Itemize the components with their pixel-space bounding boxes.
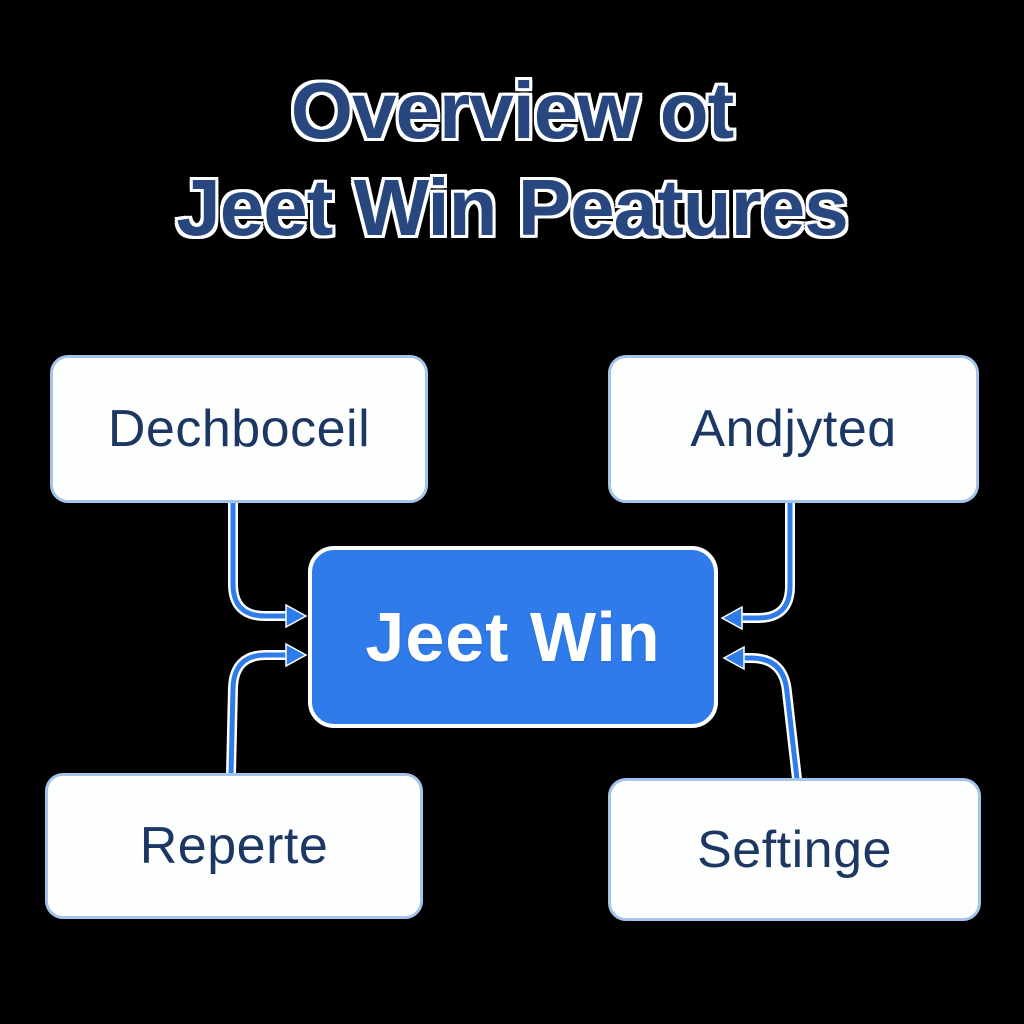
arrowhead-right-lower-icon <box>722 645 745 671</box>
arrowhead-left-upper-icon <box>285 603 308 629</box>
connector-dashboard-to-center-casing <box>228 495 295 621</box>
node-reports-label: Reperte <box>139 817 329 875</box>
node-settings: Seftinge <box>608 778 981 921</box>
node-center-jeet-win: Jeet Win <box>308 546 718 728</box>
page-title-line1: Overview ot <box>290 66 735 155</box>
node-reports: Reperte <box>45 773 423 919</box>
node-dashboard-label: Dechboceil <box>107 400 371 458</box>
node-center-label: Jeet Win <box>365 598 661 676</box>
page-title: Overview ot Jeet Win Peatures <box>0 62 1024 256</box>
arrowhead-right-upper-icon <box>720 605 743 631</box>
connector-reports-to-center <box>228 652 293 777</box>
connector-analytics-to-center-casing <box>735 495 795 623</box>
page-title-line2: Jeet Win Peatures <box>176 163 848 252</box>
connector-dashboard-to-center <box>230 497 293 619</box>
node-analytics-label: Andjyteɑ <box>690 400 897 458</box>
connector-analytics-to-center <box>737 497 793 621</box>
connector-settings-to-center <box>737 655 800 782</box>
arrowhead-left-lower-icon <box>285 642 308 668</box>
node-settings-label: Seftinge <box>697 820 892 879</box>
node-dashboard: Dechboceil <box>50 355 428 503</box>
node-analytics: Andjyteɑ <box>608 355 979 503</box>
connector-reports-to-center-casing <box>226 650 295 779</box>
